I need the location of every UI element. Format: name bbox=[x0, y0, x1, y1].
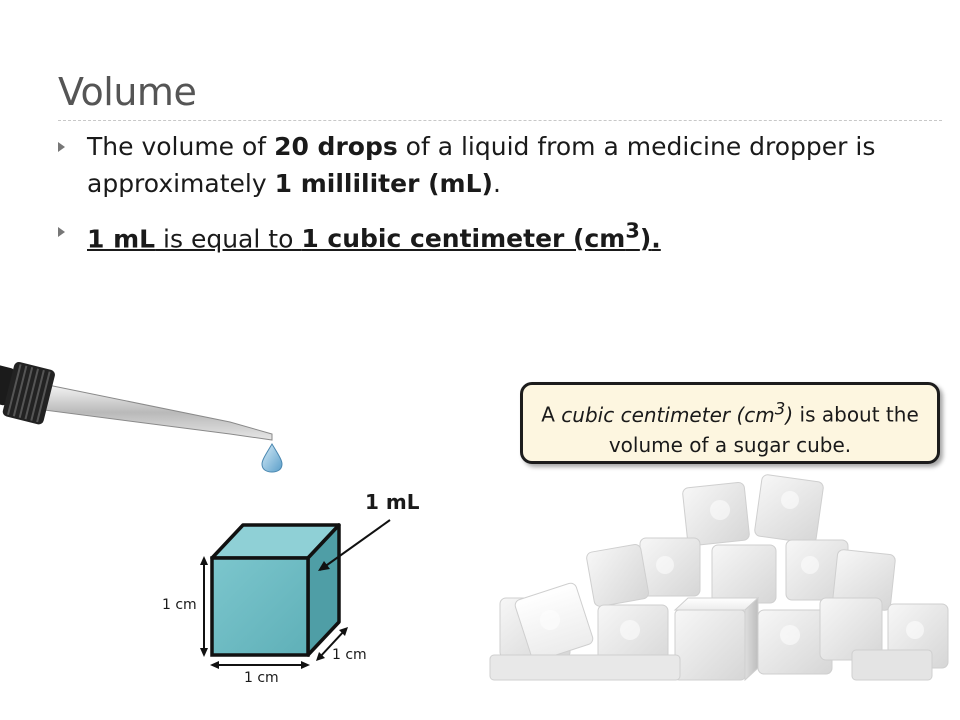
callout-italic-term: cubic centimeter (cm3) bbox=[561, 399, 794, 427]
medicine-dropper-illustration bbox=[0, 360, 283, 473]
bullet-text-part: of a liquid from a medicine dropper is a… bbox=[87, 132, 876, 198]
cube-height-label: 1 cm bbox=[162, 597, 197, 613]
volume-label: 1 mL bbox=[365, 490, 420, 514]
superscript-three: 3 bbox=[625, 219, 640, 243]
sugar-cube-callout: A cubic centimeter (cm3) is about the vo… bbox=[520, 382, 940, 464]
bullet-text-part: . bbox=[492, 169, 501, 198]
bullet-text-part: The volume of bbox=[87, 132, 275, 161]
bullet-text: The volume of 20 drops of a liquid from … bbox=[87, 128, 897, 202]
superscript-three: 3 bbox=[774, 399, 786, 418]
cube-width-label: 1 cm bbox=[244, 670, 279, 686]
bullet-bold-cubic-cm: 1 cubic centimeter (cm3) bbox=[301, 219, 652, 254]
title-divider bbox=[58, 120, 942, 121]
cube-diagram bbox=[200, 519, 391, 669]
bullet-arrow-icon bbox=[58, 142, 65, 152]
bullet-arrow-icon bbox=[58, 227, 65, 237]
callout-text-part: A bbox=[541, 402, 562, 427]
bullet-bold-part: 1 cubic centimeter (cm bbox=[301, 224, 626, 254]
bullet-bold-milliliter: 1 milliliter (mL) bbox=[274, 169, 493, 198]
bullet-text-part: is equal to bbox=[155, 224, 302, 254]
bullet-period: . bbox=[651, 224, 661, 254]
cube-depth-label: 1 cm bbox=[332, 647, 367, 663]
bullet-bold-ml: 1 mL bbox=[87, 224, 156, 254]
bullet-bold-drops: 20 drops bbox=[274, 132, 398, 161]
slide-title: Volume bbox=[58, 70, 197, 114]
bullet-bold-part: ) bbox=[639, 224, 652, 254]
cube-front-face bbox=[210, 556, 310, 657]
callout-text-part: is about the volume of a sugar cube. bbox=[608, 402, 919, 457]
bullet-text: 1 mL is equal to 1 cubic centimeter (cm3… bbox=[87, 213, 897, 257]
callout-italic-part: cubic centimeter (cm bbox=[561, 402, 775, 427]
sugar-cubes-image bbox=[489, 474, 949, 682]
callout-italic-part: ) bbox=[785, 402, 794, 427]
